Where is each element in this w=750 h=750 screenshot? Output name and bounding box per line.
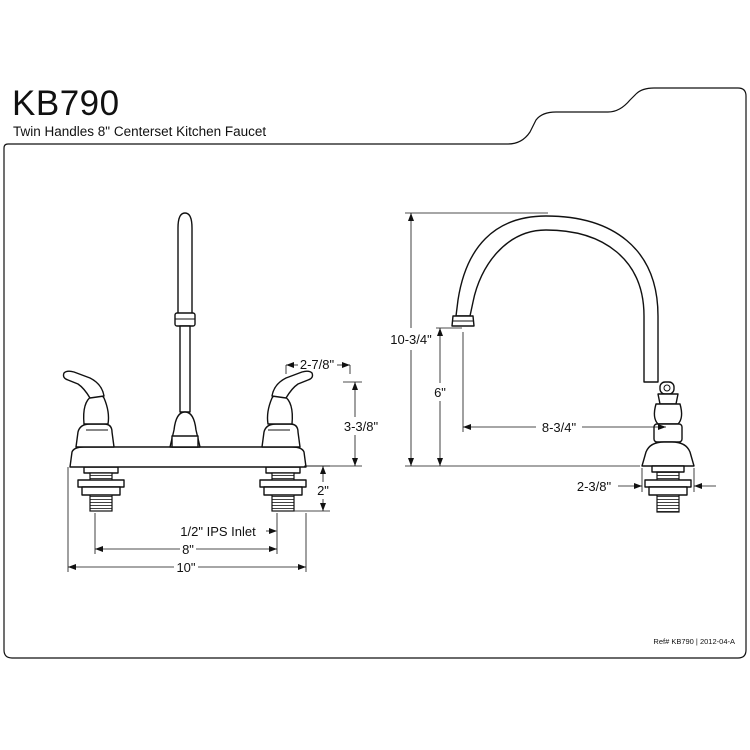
reference-code: Ref# KB790 | 2012-04-A: [653, 637, 735, 646]
dim-centers: 8": [182, 542, 194, 557]
dim-spout-reach: 8-3/4": [542, 420, 577, 435]
deck-plate: [69, 446, 307, 468]
dim-base-offset: 2-3/8": [577, 479, 612, 494]
side-view: 10-3/4" 6" 8-3/4" 2-3/8": [390, 212, 716, 513]
model-number: KB790: [12, 84, 120, 123]
left-shank: [77, 466, 125, 512]
dim-handle-height: 3-3/8": [344, 419, 379, 434]
product-description: Twin Handles 8" Centerset Kitchen Faucet: [13, 124, 267, 139]
dim-deck-width: 10": [176, 560, 195, 575]
side-shank: [644, 465, 692, 513]
gooseneck-spout: [455, 215, 659, 383]
dim-spout-clearance: 6": [434, 385, 446, 400]
right-shank: [259, 466, 307, 512]
dim-shank-length: 2": [317, 483, 329, 498]
spout-front: [169, 212, 201, 448]
left-handle: [62, 370, 115, 448]
dim-total-height: 10-3/4": [390, 332, 432, 347]
front-view: 2-7/8" 3-3/8" 2" 1/2" IPS Inlet 8": [62, 212, 379, 575]
spout-body-side: [641, 381, 695, 467]
sheet-border: [3, 87, 747, 659]
right-handle: [261, 370, 314, 448]
dim-handle-spread: 2-7/8": [300, 357, 335, 372]
label-ips-inlet: 1/2" IPS Inlet: [180, 524, 256, 539]
